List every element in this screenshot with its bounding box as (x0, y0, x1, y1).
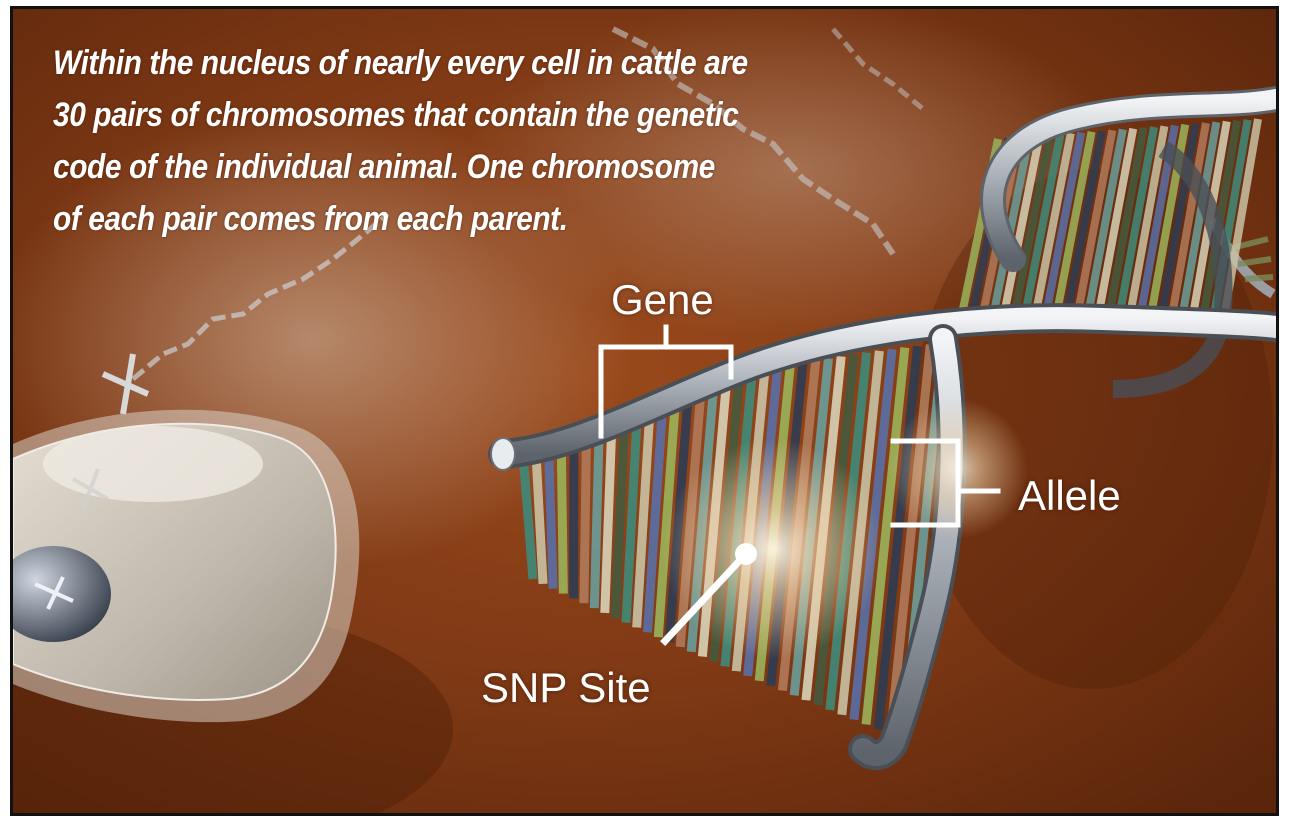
snp-site-marker (735, 543, 757, 565)
diagram-frame: Within the nucleus of nearly every cell … (10, 6, 1279, 816)
caption-line: of each pair comes from each parent. (53, 193, 775, 245)
caption-text: Within the nucleus of nearly every cell … (53, 37, 873, 245)
dna-base-pair (561, 438, 563, 593)
dna-base-pair (584, 428, 587, 603)
snp-site-label: SNP Site (481, 667, 651, 709)
dna-base-pair (594, 423, 599, 608)
allele-label: Allele (1018, 475, 1121, 517)
dna-base-pair (548, 444, 553, 589)
caption-line: Within the nucleus of nearly every cell … (53, 37, 775, 89)
caption-line: 30 pairs of chromosomes that contain the… (53, 89, 775, 141)
gene-label: Gene (611, 279, 714, 321)
caption-line: code of the individual animal. One chrom… (53, 141, 775, 193)
